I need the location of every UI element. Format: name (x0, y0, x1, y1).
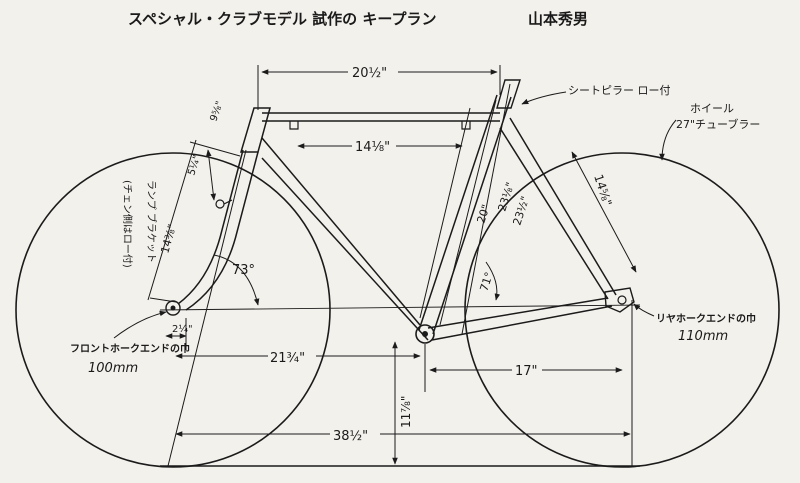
annotation-lamp-bracket: ランプ ブラケット (チェン側はロー付) (121, 180, 158, 268)
top-tube (262, 112, 500, 122)
label-front-end-line1: フロントホークエンドの巾 (70, 342, 190, 355)
label-fork-length: 14⅜" (158, 223, 179, 255)
dim-chain-stay: 17" (429, 362, 623, 379)
head-tube (239, 107, 271, 153)
annotation-front-end: フロントホークエンドの巾 100mm (70, 310, 190, 376)
label-wheel-line2: 27"チューブラー (676, 117, 760, 131)
label-wheelbase: 38½" (333, 429, 368, 444)
label-seat-tube-a: 20" (474, 203, 492, 225)
dim-front-center: 21¾" (175, 348, 421, 366)
chain-stays (427, 297, 613, 341)
lamp-bracket (215, 199, 233, 209)
dim-wheelbase: 38½" (175, 426, 631, 444)
diagram-title: スペシャル・クラブモデル 試作の キープラン (128, 10, 437, 28)
label-head-tube: 9⅝" (208, 100, 225, 123)
front-fork (177, 149, 259, 311)
label-rear-end-line1: リヤホークエンドの巾 (656, 312, 756, 325)
label-chain-stay: 17" (515, 364, 538, 379)
annotation-rear-end: リヤホークエンドの巾 110mm (633, 303, 756, 344)
label-seat-pillar: シートピラー ロー付 (568, 84, 671, 97)
author-name: 山本秀男 (528, 10, 588, 28)
label-seat-angle: 71° (477, 270, 495, 293)
bottom-bracket (415, 324, 435, 344)
label-wheel-line1: ホイール (690, 102, 734, 115)
steering-axis-line (167, 149, 247, 467)
dim-seat-angle: 71° (477, 261, 501, 301)
dim-top-tube-inner: 14⅛" (297, 137, 463, 155)
annotation-wheel: ホイール 27"チューブラー (659, 102, 760, 161)
label-bb-height: 11⅞" (399, 396, 413, 428)
label-rear-end-line2: 110mm (678, 329, 728, 344)
label-front-center: 21¾" (270, 351, 305, 366)
annotation-seat-pillar: シートピラー ロー付 (521, 84, 671, 105)
label-top-tube-inner: 14⅛" (355, 140, 390, 155)
dim-fork-offset: 2¼" (165, 318, 193, 350)
cable-guides (289, 121, 471, 130)
seat-tube (418, 94, 512, 335)
dim-head-angle: 73° (213, 254, 260, 306)
label-lamp-line1: ランプ ブラケット (145, 180, 158, 263)
label-head-angle: 73° (232, 263, 255, 278)
front-wheel (15, 152, 331, 468)
front-dropout (165, 300, 181, 316)
label-seat-tube-c: 23½" (510, 195, 532, 227)
down-tube (261, 137, 429, 341)
rear-dropout (604, 287, 635, 313)
label-top-tube-ctc: 20½" (352, 66, 387, 81)
label-fork-offset: 2¼" (172, 323, 193, 335)
label-front-end-line2: 100mm (88, 361, 138, 376)
seat-pillar (496, 79, 521, 109)
label-lamp-line2: (チェン側はロー付) (121, 180, 134, 268)
label-seat-stay: 14⅝" (591, 173, 614, 208)
dim-bb-height: 11⅞" (392, 341, 413, 465)
dim-lamp-bracket (205, 149, 217, 201)
dim-seat-stay: 14⅝" (571, 151, 637, 273)
dim-top-tube-ctc: 20½" (257, 63, 501, 110)
